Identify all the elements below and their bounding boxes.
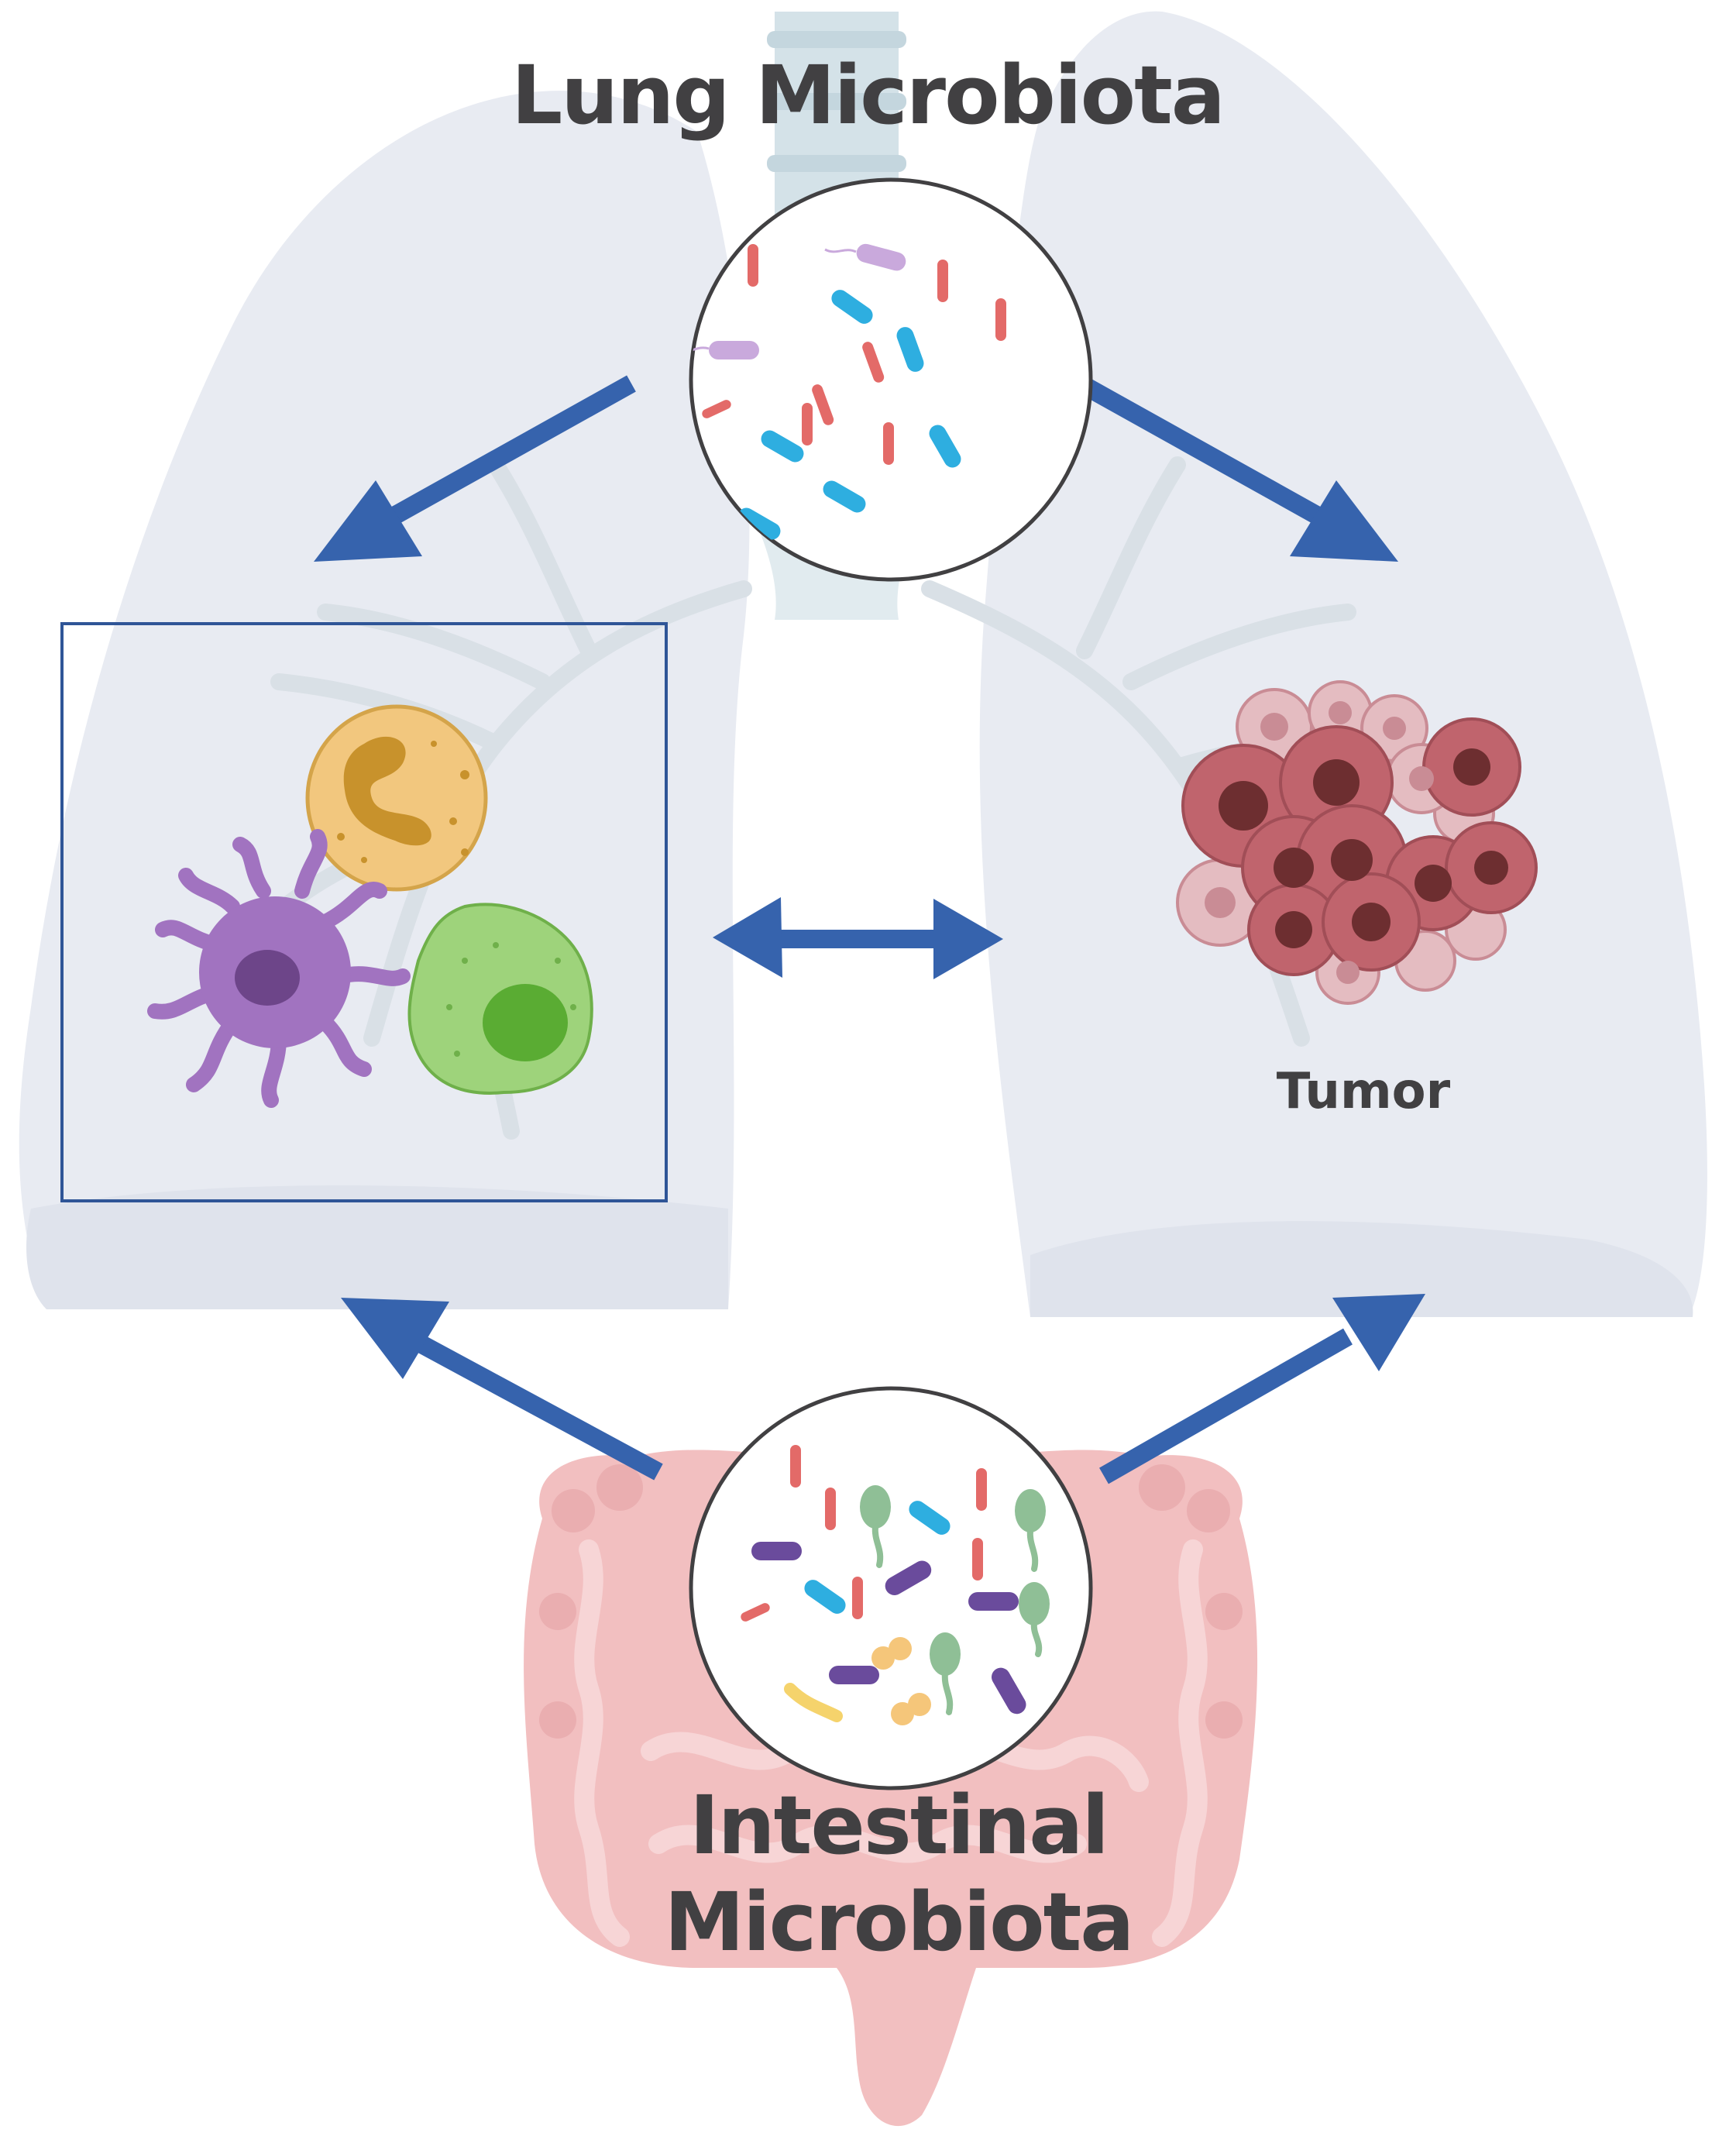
bacteria-circle-icon [689, 1386, 1093, 1790]
bacteria-circle-icon [689, 177, 1093, 582]
arrow-bidirectional [713, 897, 1003, 979]
intestinal-microbiota-title-line2: Microbiota [664, 1875, 1135, 1969]
arrow-lung-to-tumor [1076, 375, 1398, 562]
arrows [314, 375, 1425, 1484]
arrow-gut-to-immune [341, 1298, 663, 1481]
lung-microbiota-title: Lung Microbiota [511, 48, 1226, 143]
tumor-icon [1176, 680, 1538, 1005]
neutrophil-icon [305, 704, 488, 892]
tumor-label: Tumor [1276, 1063, 1451, 1120]
arrow-gut-to-tumor [1099, 1294, 1425, 1484]
arrow-lung-to-immune [314, 375, 636, 562]
intestinal-microbiota-title-line1: Intestinal [689, 1778, 1109, 1873]
dendritic-cell-icon [147, 829, 411, 1108]
right-lung [979, 11, 1707, 1317]
immune-cells-panel [60, 622, 668, 1202]
macrophage-icon [407, 903, 593, 1095]
